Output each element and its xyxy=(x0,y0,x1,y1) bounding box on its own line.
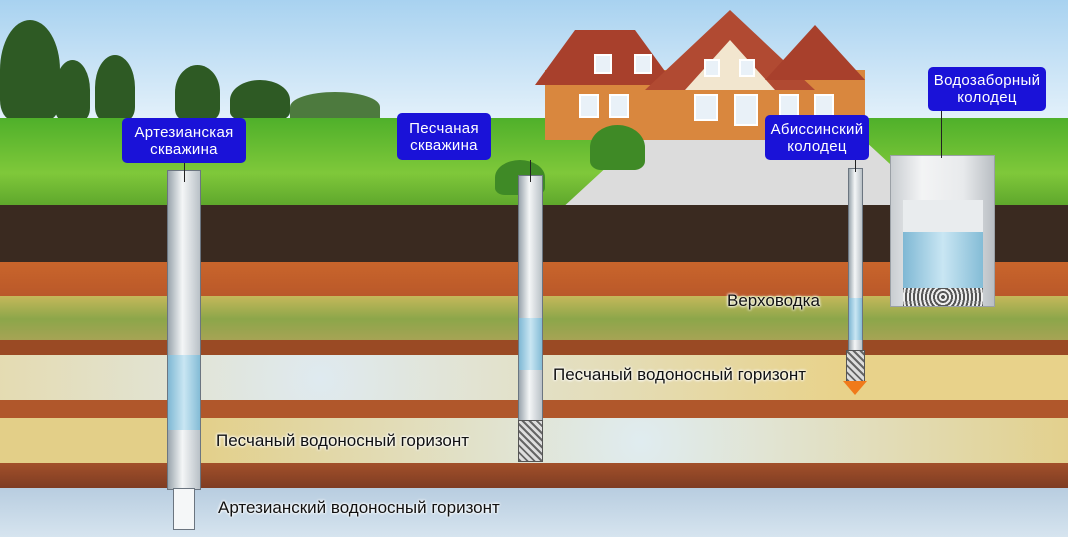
label-connector xyxy=(941,110,942,158)
label-abyssinian-well: Абиссинский колодец xyxy=(765,115,869,160)
tree xyxy=(55,60,90,120)
tree xyxy=(95,55,135,120)
sky xyxy=(0,0,1068,125)
abyssinian-well-filter xyxy=(846,350,865,382)
tree xyxy=(230,80,290,120)
label-connector xyxy=(855,160,856,172)
artesian-water-column xyxy=(168,355,200,430)
hill xyxy=(290,92,380,122)
sand-well-water-column xyxy=(519,318,542,370)
label-artesian-aquifer: Артезианский водоносный горизонт xyxy=(218,498,500,517)
label-perched-water: Верховодка xyxy=(727,291,820,310)
sand-well-casing xyxy=(518,175,543,423)
label-intake-well: Водозаборный колодец xyxy=(928,67,1046,111)
abyssinian-water-column xyxy=(849,298,862,340)
label-sand-aquifer-upper: Песчаный водоносный горизонт xyxy=(553,365,807,384)
artesian-well-casing xyxy=(167,170,201,490)
clay-stripe xyxy=(0,463,1068,491)
drive-point-tip xyxy=(843,381,867,395)
house xyxy=(535,10,865,140)
label-artesian-well: Артезианская скважина xyxy=(122,118,246,163)
tree xyxy=(0,20,60,120)
label-sand-aquifer-lower: Песчаный водоносный горизонт xyxy=(216,431,470,450)
label-sand-well: Песчаная скважина xyxy=(397,113,491,160)
sand-well-filter xyxy=(518,420,543,462)
label-connector xyxy=(184,162,185,182)
tree xyxy=(175,65,220,120)
gravel-filter xyxy=(903,288,983,306)
artesian-well-tip xyxy=(173,488,195,530)
artesian-aquifer-layer xyxy=(0,488,1068,537)
label-connector xyxy=(530,160,531,182)
shrub xyxy=(590,125,645,170)
intake-well-water xyxy=(903,232,983,290)
